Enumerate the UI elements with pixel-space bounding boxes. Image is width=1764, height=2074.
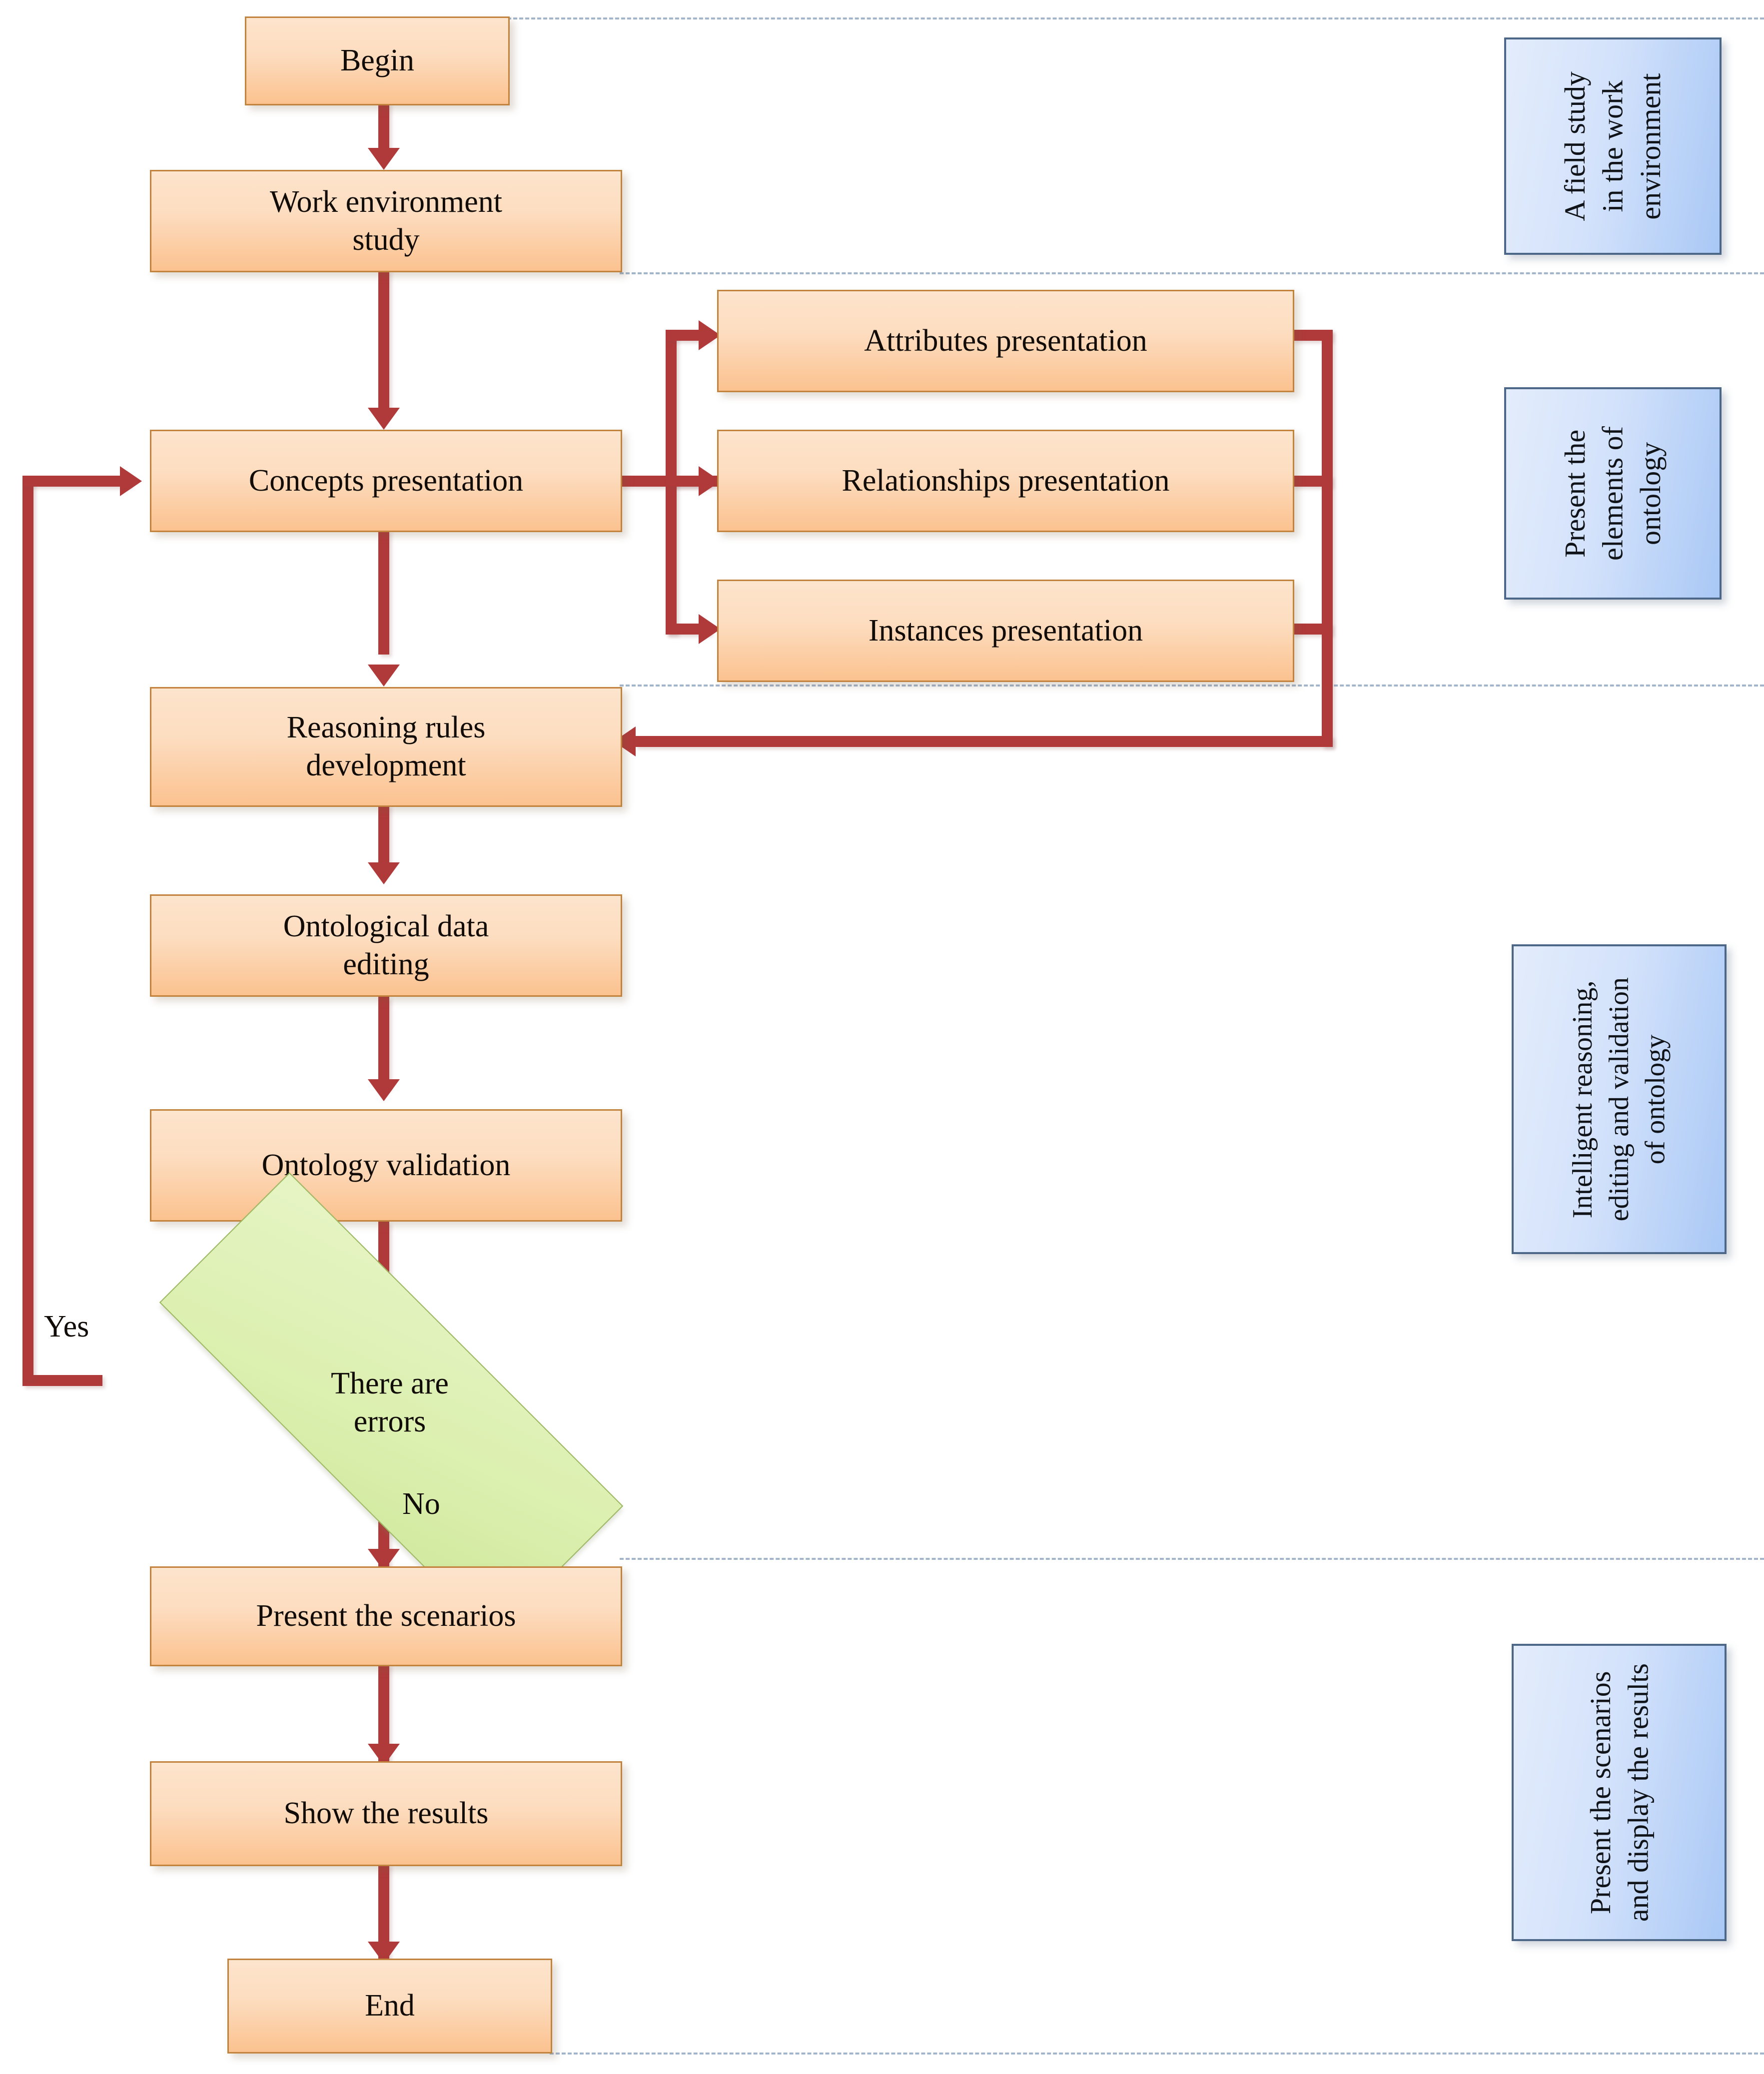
node-concepts-presentation-label: Concepts presentation	[248, 463, 524, 498]
annotation-phase-ontology-elements-text: Present the elements of ontology	[1559, 426, 1667, 561]
connector-reasoning-to-editing	[378, 804, 389, 864]
node-ontology-validation[interactable]: Ontology validation	[150, 1109, 622, 1222]
phase-separator-5	[550, 2053, 1764, 2055]
edge-label-yes-text: Yes	[44, 1310, 89, 1344]
connector-concepts-to-reasoning	[378, 530, 389, 655]
connector-yes-loop-horizontal-top	[22, 476, 130, 487]
phase-separator-3	[620, 685, 1764, 687]
annotation-phase-ontology-elements[interactable]: Present the elements of ontology	[1504, 387, 1722, 600]
connector-work-study-to-concepts	[378, 270, 389, 411]
connector-begin-to-work-study	[378, 102, 389, 152]
node-present-the-scenarios[interactable]: Present the scenarios	[150, 1566, 622, 1666]
node-work-environment-study-label: Work environment study	[269, 184, 503, 257]
node-attributes-presentation-label: Attributes presentation	[864, 323, 1147, 358]
node-present-the-scenarios-label: Present the scenarios	[256, 1599, 516, 1633]
edge-label-yes: Yes	[44, 1309, 89, 1345]
node-reasoning-rules-development[interactable]: Reasoning rules development	[150, 687, 622, 807]
node-relationships-presentation[interactable]: Relationships presentation	[717, 430, 1294, 532]
phase-separator-4	[620, 1558, 1764, 1560]
arrowhead-editing-to-validation	[368, 1079, 400, 1101]
node-instances-presentation-label: Instances presentation	[868, 613, 1143, 648]
edge-label-no-text: No	[402, 1487, 440, 1521]
annotation-phase-field-study[interactable]: A field study in the work environment	[1504, 37, 1722, 255]
node-instances-presentation[interactable]: Instances presentation	[717, 580, 1294, 682]
arrowhead-bus-to-instances	[699, 614, 721, 644]
node-begin-label: Begin	[340, 43, 415, 78]
arrowhead-begin-to-work-study	[368, 148, 400, 170]
node-end[interactable]: End	[227, 1959, 552, 2054]
node-work-environment-study[interactable]: Work environment study	[150, 170, 622, 272]
node-decision-there-are-errors[interactable]: There are errors	[57, 1172, 722, 1636]
connector-editing-to-validation	[378, 997, 389, 1089]
node-ontological-data-editing[interactable]: Ontological data editing	[150, 894, 622, 997]
annotation-phase-scenarios-results[interactable]: Present the scenarios and display the re…	[1512, 1644, 1727, 1941]
arrowhead-yes-loop-to-concepts	[120, 466, 142, 496]
node-concepts-presentation[interactable]: Concepts presentation	[150, 430, 622, 532]
annotation-phase-scenarios-results-text: Present the scenarios and display the re…	[1584, 1663, 1654, 1922]
phase-separator-1	[507, 17, 1764, 19]
arrowhead-reasoning-to-editing	[368, 862, 400, 884]
node-decision-label: There are errors	[331, 1366, 449, 1438]
arrowhead-bus-to-relationships	[699, 466, 721, 496]
node-attributes-presentation[interactable]: Attributes presentation	[717, 290, 1294, 392]
connector-merge-vertical-bus	[1322, 330, 1333, 747]
annotation-phase-reasoning-validation[interactable]: Intelligent reasoning, editing and valid…	[1512, 944, 1727, 1254]
connector-results-to-end	[378, 1864, 389, 1961]
arrowhead-concepts-to-reasoning	[368, 665, 400, 687]
node-ontological-data-editing-label: Ontological data editing	[283, 909, 489, 981]
arrowhead-work-study-to-concepts	[368, 408, 400, 430]
node-show-the-results-label: Show the results	[283, 1796, 489, 1831]
arrowhead-bus-to-attributes	[699, 320, 721, 350]
node-show-the-results[interactable]: Show the results	[150, 1761, 622, 1866]
node-reasoning-rules-development-label: Reasoning rules development	[286, 710, 486, 782]
connector-yes-loop-vertical	[22, 476, 33, 1380]
annotation-phase-field-study-text: A field study in the work environment	[1559, 71, 1667, 221]
edge-label-no: No	[402, 1486, 440, 1522]
phase-separator-2	[620, 272, 1764, 274]
connector-merge-to-reasoning-horizontal	[635, 736, 1333, 747]
connector-scenarios-to-results	[378, 1664, 389, 1764]
annotation-phase-reasoning-validation-text: Intelligent reasoning, editing and valid…	[1567, 977, 1671, 1222]
node-relationships-presentation-label: Relationships presentation	[842, 463, 1170, 498]
node-ontology-validation-label: Ontology validation	[261, 1148, 511, 1182]
connector-yes-loop-horizontal-bottom	[22, 1375, 102, 1386]
node-end-label: End	[365, 1989, 415, 2023]
node-begin[interactable]: Begin	[245, 16, 510, 105]
